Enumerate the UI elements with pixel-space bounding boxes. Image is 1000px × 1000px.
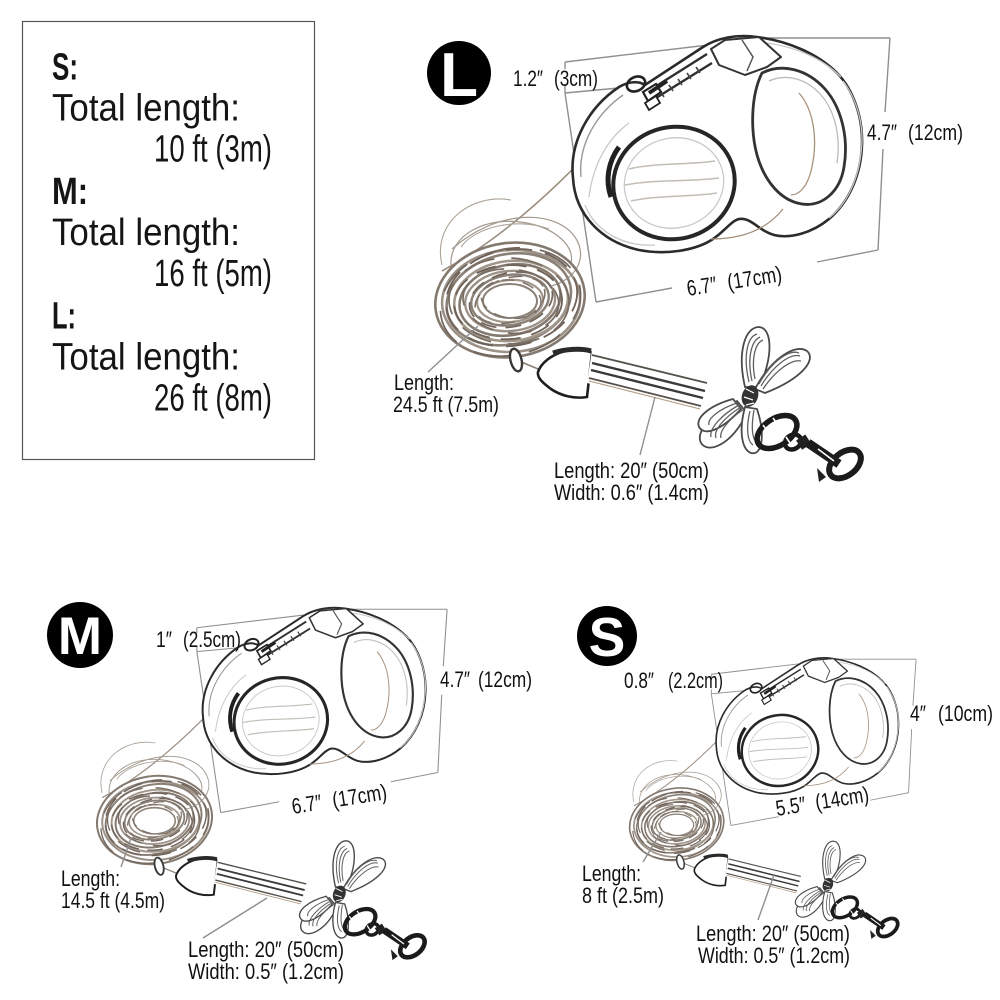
svg-text:4.7″: 4.7″ (440, 667, 470, 692)
svg-text:Total length:: Total length: (52, 212, 240, 254)
svg-text:(2.2cm): (2.2cm) (668, 668, 723, 693)
svg-text:6.7″: 6.7″ (290, 790, 324, 819)
svg-text:8 ft (2.5m): 8 ft (2.5m) (582, 883, 664, 908)
svg-text:L: L (440, 41, 478, 110)
svg-text:Length: 20″ (50cm): Length: 20″ (50cm) (554, 458, 709, 483)
svg-text:Total length:: Total length: (52, 337, 240, 379)
svg-text:Total length:: Total length: (52, 88, 240, 130)
svg-text:(3cm): (3cm) (554, 66, 598, 91)
svg-text:M: M (58, 607, 102, 666)
svg-text:Width: 0.5″ (1.2cm): Width: 0.5″ (1.2cm) (188, 959, 344, 984)
svg-text:(17cm): (17cm) (725, 261, 783, 294)
svg-text:(10cm): (10cm) (938, 701, 993, 726)
svg-text:(12cm): (12cm) (478, 667, 532, 692)
svg-text:0.8″: 0.8″ (624, 668, 654, 693)
svg-text:24.5 ft (7.5m): 24.5 ft (7.5m) (393, 392, 499, 417)
svg-text:(17cm): (17cm) (330, 779, 388, 812)
svg-text:26 ft (8m): 26 ft (8m) (154, 378, 272, 420)
svg-text:L:: L: (52, 296, 76, 338)
svg-text:1″: 1″ (156, 627, 172, 652)
svg-text:M:: M: (52, 171, 88, 213)
svg-text:14.5 ft (4.5m): 14.5 ft (4.5m) (61, 888, 165, 913)
svg-text:S:: S: (52, 47, 78, 89)
svg-text:Width: 0.6″ (1.4cm): Width: 0.6″ (1.4cm) (554, 480, 709, 505)
svg-text:Length:: Length: (394, 370, 454, 395)
svg-text:10 ft (3m): 10 ft (3m) (154, 129, 272, 171)
svg-text:4″: 4″ (910, 701, 926, 726)
svg-text:Length: 20″ (50cm): Length: 20″ (50cm) (188, 937, 344, 962)
svg-text:S: S (589, 606, 626, 668)
svg-text:Length:: Length: (582, 861, 641, 886)
svg-text:6.7″: 6.7″ (685, 272, 719, 301)
svg-text:Length:: Length: (61, 866, 120, 891)
svg-text:1.2″: 1.2″ (513, 66, 543, 91)
svg-text:Width: 0.5″ (1.2cm): Width: 0.5″ (1.2cm) (698, 943, 850, 968)
svg-text:Length: 20″ (50cm): Length: 20″ (50cm) (696, 921, 850, 946)
svg-text:4.7″: 4.7″ (867, 120, 897, 145)
svg-text:(14cm): (14cm) (813, 782, 870, 815)
svg-text:5.5″: 5.5″ (774, 792, 808, 821)
svg-text:(12cm): (12cm) (908, 120, 963, 145)
svg-text:(2.5cm): (2.5cm) (183, 627, 241, 652)
svg-text:16 ft (5m): 16 ft (5m) (154, 253, 272, 295)
